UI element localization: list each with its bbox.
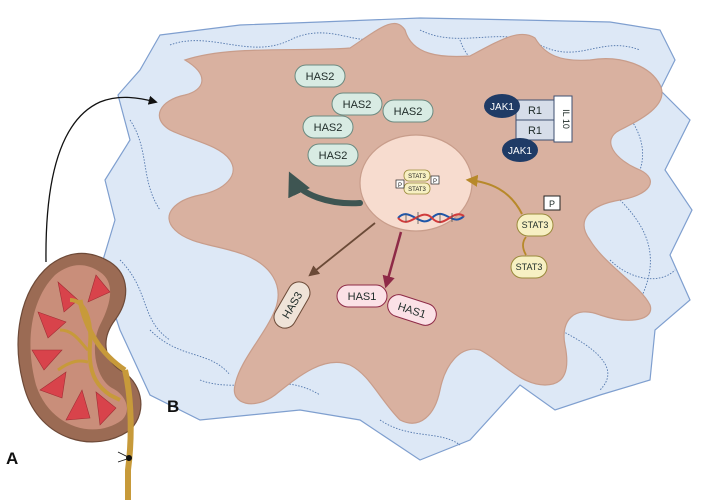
has2-protein: HAS2 [382, 99, 434, 123]
nuclear-stat3-bottom-label: STAT3 [408, 187, 426, 193]
has1-protein: HAS1 [387, 294, 437, 326]
svg-text:STAT3: STAT3 [522, 220, 549, 230]
has2-protein: HAS2 [331, 92, 383, 116]
panel-label-b: B [167, 397, 179, 416]
svg-text:HAS2: HAS2 [306, 71, 335, 83]
nuclear-p-right: P [433, 179, 437, 185]
jak1-bottom [502, 138, 538, 162]
r1-top-label: R1 [528, 105, 542, 117]
jak1-top-label: JAK1 [490, 102, 514, 113]
svg-text:HAS2: HAS2 [343, 99, 372, 111]
kidney-icon [17, 252, 142, 500]
svg-text:HAS2: HAS2 [314, 122, 343, 134]
il10-ligand-label: IL 10 [561, 109, 571, 129]
stat3-dimer: STAT3 STAT3 P P [395, 169, 440, 195]
stat3-phospho: STAT3 P [516, 195, 561, 237]
has2-protein: HAS2 [294, 64, 346, 88]
stat3-phosphorylation-arrow [522, 236, 527, 256]
stat3-free: STAT3 [510, 255, 548, 279]
panel-label-a: A [6, 449, 18, 468]
svg-text:HAS1: HAS1 [348, 291, 377, 303]
r1-bottom-label: R1 [528, 125, 542, 137]
nuclear-p-left: P [398, 183, 402, 189]
svg-text:HAS2: HAS2 [394, 106, 423, 118]
has3-induction-arrow [308, 222, 376, 277]
curved-arrow-icon [45, 95, 158, 263]
il10-receptor: R1 R1 IL 10 JAK1 JAK1 [484, 94, 573, 162]
dna-icon [397, 212, 465, 224]
nuclear-stat3-top-label: STAT3 [408, 174, 426, 180]
has2-induction-arrow [288, 171, 363, 207]
has1-induction-arrow [382, 231, 403, 289]
has2-protein: HAS2 [302, 115, 354, 139]
jak1-top [484, 94, 520, 118]
has2-cluster: HAS2 HAS2 HAS2 HAS2 HAS2 [294, 64, 434, 167]
stat3-p-label: P [549, 199, 555, 209]
has2-protein: HAS2 [307, 143, 359, 167]
svg-text:STAT3: STAT3 [516, 262, 543, 272]
jak1-bottom-label: JAK1 [508, 146, 532, 157]
svg-text:HAS2: HAS2 [319, 150, 348, 162]
stat3-translocation-arrow [465, 174, 523, 215]
has1-protein: HAS1 [336, 284, 388, 308]
